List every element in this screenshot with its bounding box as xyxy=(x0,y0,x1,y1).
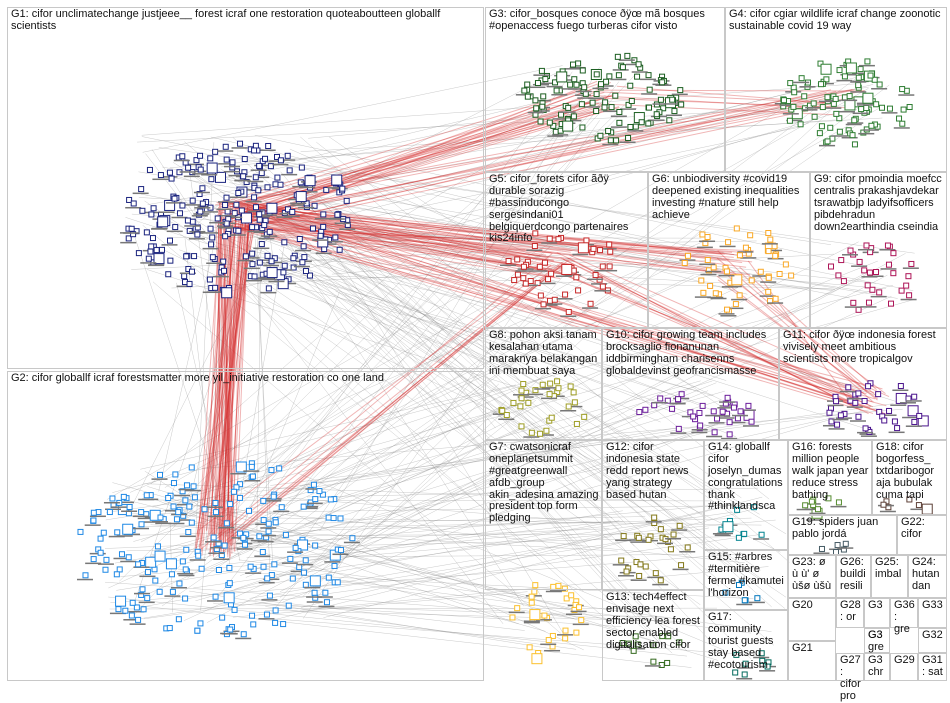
group-label-g15: G15: #arbres #termitière ferme #kamutei … xyxy=(708,552,785,600)
group-label-g29: G29 xyxy=(894,655,915,667)
node-g7 xyxy=(579,618,584,623)
group-box-g22: G22: cifor xyxy=(897,515,947,555)
group-label-g4: G4: cifor cgiar wildlife icraf change zo… xyxy=(729,9,944,33)
group-box-g28: G28: or xyxy=(836,598,864,628)
node-label xyxy=(540,644,556,646)
group-box-g6: G6: unbiodiversity #covid19 deepened exi… xyxy=(648,172,810,328)
group-box-g24: G24: hutan dan xyxy=(908,555,947,598)
group-label-g10: G10: cifor growing team includes brocksa… xyxy=(606,330,776,378)
group-box-g9: G9: cifor pmoindia moefcc centralis prak… xyxy=(810,172,947,328)
group-label-g37: G3 gre xyxy=(868,630,887,654)
node-label xyxy=(509,612,525,614)
group-label-g17: G17: community tourist guests stay based… xyxy=(708,612,785,671)
node-g7 xyxy=(542,613,547,618)
node-g7 xyxy=(530,610,540,620)
node-label xyxy=(546,591,562,593)
group-box-g37: G3 gre xyxy=(864,628,890,653)
group-box-g5: G5: cifor_forets cifor ãðÿ durable soraz… xyxy=(485,172,648,328)
group-label-g33: G33 xyxy=(922,600,944,612)
group-label-g18: G18: cifor bogorfess_ txtdaribogor aja b… xyxy=(876,442,944,501)
group-label-g24: G24: hutan dan xyxy=(912,557,944,593)
group-box-g32: G32 xyxy=(918,628,947,653)
node-g7 xyxy=(515,606,520,611)
node-g7 xyxy=(529,600,534,605)
group-label-g1: G1: cifor unclimatechange justjeee__ for… xyxy=(11,9,481,33)
node-g7 xyxy=(532,654,542,664)
group-label-g7: G7: cwatsonicraf oneplanetsummit #greatg… xyxy=(489,442,599,525)
group-box-g33: G33 xyxy=(918,598,947,628)
group-box-g30: G3 chr xyxy=(864,653,890,681)
group-box-g17: G17: community tourist guests stay based… xyxy=(704,610,788,681)
group-box-g23: G23: ø ù ù' ø ùšø ùšù xyxy=(788,555,836,598)
group-label-g32: G32 xyxy=(922,630,944,642)
group-label-g6: G6: unbiodiversity #covid19 deepened exi… xyxy=(652,174,807,222)
group-label-g3: G3: cifor_bosques conoce ðÿœ mã bosques … xyxy=(489,9,722,33)
group-box-g1: G1: cifor unclimatechange justjeee__ for… xyxy=(7,7,484,369)
node-label xyxy=(573,624,589,626)
group-box-g16: G16: forests million people walk japan y… xyxy=(788,440,872,515)
node-label xyxy=(544,650,560,652)
group-label-g20: G20 xyxy=(792,600,833,612)
group-label-g36: G36: gre xyxy=(894,600,915,636)
group-label-g25: G25: imbal xyxy=(875,557,905,581)
group-label-g16: G16: forests million people walk japan y… xyxy=(792,442,869,501)
node-label xyxy=(524,622,540,624)
group-label-g8: G8: pohon aksi tanam kesalahan utama mar… xyxy=(489,330,599,378)
group-box-g29: G29 xyxy=(890,653,918,681)
group-box-g25: G25: imbal xyxy=(871,555,908,598)
group-box-g13: G13: tech4effect envisage next efficienc… xyxy=(602,590,704,681)
node-g7 xyxy=(546,638,551,643)
group-box-g27: G27: cifor pro xyxy=(836,653,864,681)
group-label-g14: G14: globallf cifor joselyn_dumas congra… xyxy=(708,442,785,513)
node-label xyxy=(566,614,582,616)
group-label-g30: G3 chr xyxy=(868,655,887,679)
group-label-g21: G21 xyxy=(792,643,833,655)
node-g7 xyxy=(574,630,579,635)
group-box-g31: G31: sat xyxy=(918,653,947,681)
group-label-g13: G13: tech4effect envisage next efficienc… xyxy=(606,592,701,651)
group-label-g23: G23: ø ù ù' ø ùšø ùšù xyxy=(792,557,833,593)
group-box-g3: G3: cifor_bosques conoce ðÿœ mã bosques … xyxy=(485,7,725,172)
node-g7 xyxy=(569,593,574,598)
group-label-g27: G27: cifor pro xyxy=(840,655,861,703)
group-label-g28: G28: or xyxy=(840,600,861,624)
group-box-g19: G19: spiders juan pablo jordá xyxy=(788,515,897,555)
group-label-g2: G2: cifor globallf icraf forestsmatter m… xyxy=(11,373,481,385)
node-g7 xyxy=(527,645,532,650)
group-label-g9: G9: cifor pmoindia moefcc centralis prak… xyxy=(814,174,944,233)
group-box-g10: G10: cifor growing team includes brocksa… xyxy=(602,328,779,440)
group-box-g4: G4: cifor cgiar wildlife icraf change zo… xyxy=(725,7,947,172)
group-label-g12: G12: cifor indonesia state redd report n… xyxy=(606,442,701,501)
group-label-g34: G3 xyxy=(868,600,887,612)
group-box-g14: G14: globallf cifor joselyn_dumas congra… xyxy=(704,440,788,550)
group-box-g15: G15: #arbres #termitière ferme #kamutei … xyxy=(704,550,788,610)
group-box-g34: G3 xyxy=(864,598,890,628)
group-label-g31: G31: sat xyxy=(922,655,944,679)
group-label-g22: G22: cifor xyxy=(901,517,944,541)
node-label xyxy=(571,611,587,613)
group-box-g12: G12: cifor indonesia state redd report n… xyxy=(602,440,704,590)
node-g7 xyxy=(529,594,534,599)
node-g7 xyxy=(563,628,568,633)
group-box-g11: G11: cifor ðÿœ indonesia forest vivisely… xyxy=(779,328,947,440)
group-box-g2: G2: cifor globallf icraf forestsmatter m… xyxy=(7,371,484,681)
group-label-g26: G26: buildi resili xyxy=(840,557,868,593)
node-g7 xyxy=(563,636,568,641)
group-box-g7: G7: cwatsonicraf oneplanetsummit #greatg… xyxy=(485,440,602,590)
node-g7 xyxy=(577,605,582,610)
node-g7 xyxy=(510,615,515,620)
group-box-g36: G36: gre xyxy=(890,598,918,628)
group-label-g11: G11: cifor ðÿœ indonesia forest vivisely… xyxy=(783,330,944,366)
group-box-g20: G20 xyxy=(788,598,836,641)
node-label xyxy=(524,621,540,623)
group-label-g5: G5: cifor_forets cifor ãðÿ durable soraz… xyxy=(489,174,645,245)
group-box-g26: G26: buildi resili xyxy=(836,555,871,598)
group-label-g19: G19: spiders juan pablo jordá xyxy=(792,517,894,541)
group-box-g8: G8: pohon aksi tanam kesalahan utama mar… xyxy=(485,328,602,440)
group-box-g18: G18: cifor bogorfess_ txtdaribogor aja b… xyxy=(872,440,947,515)
group-box-g21: G21 xyxy=(788,641,836,681)
